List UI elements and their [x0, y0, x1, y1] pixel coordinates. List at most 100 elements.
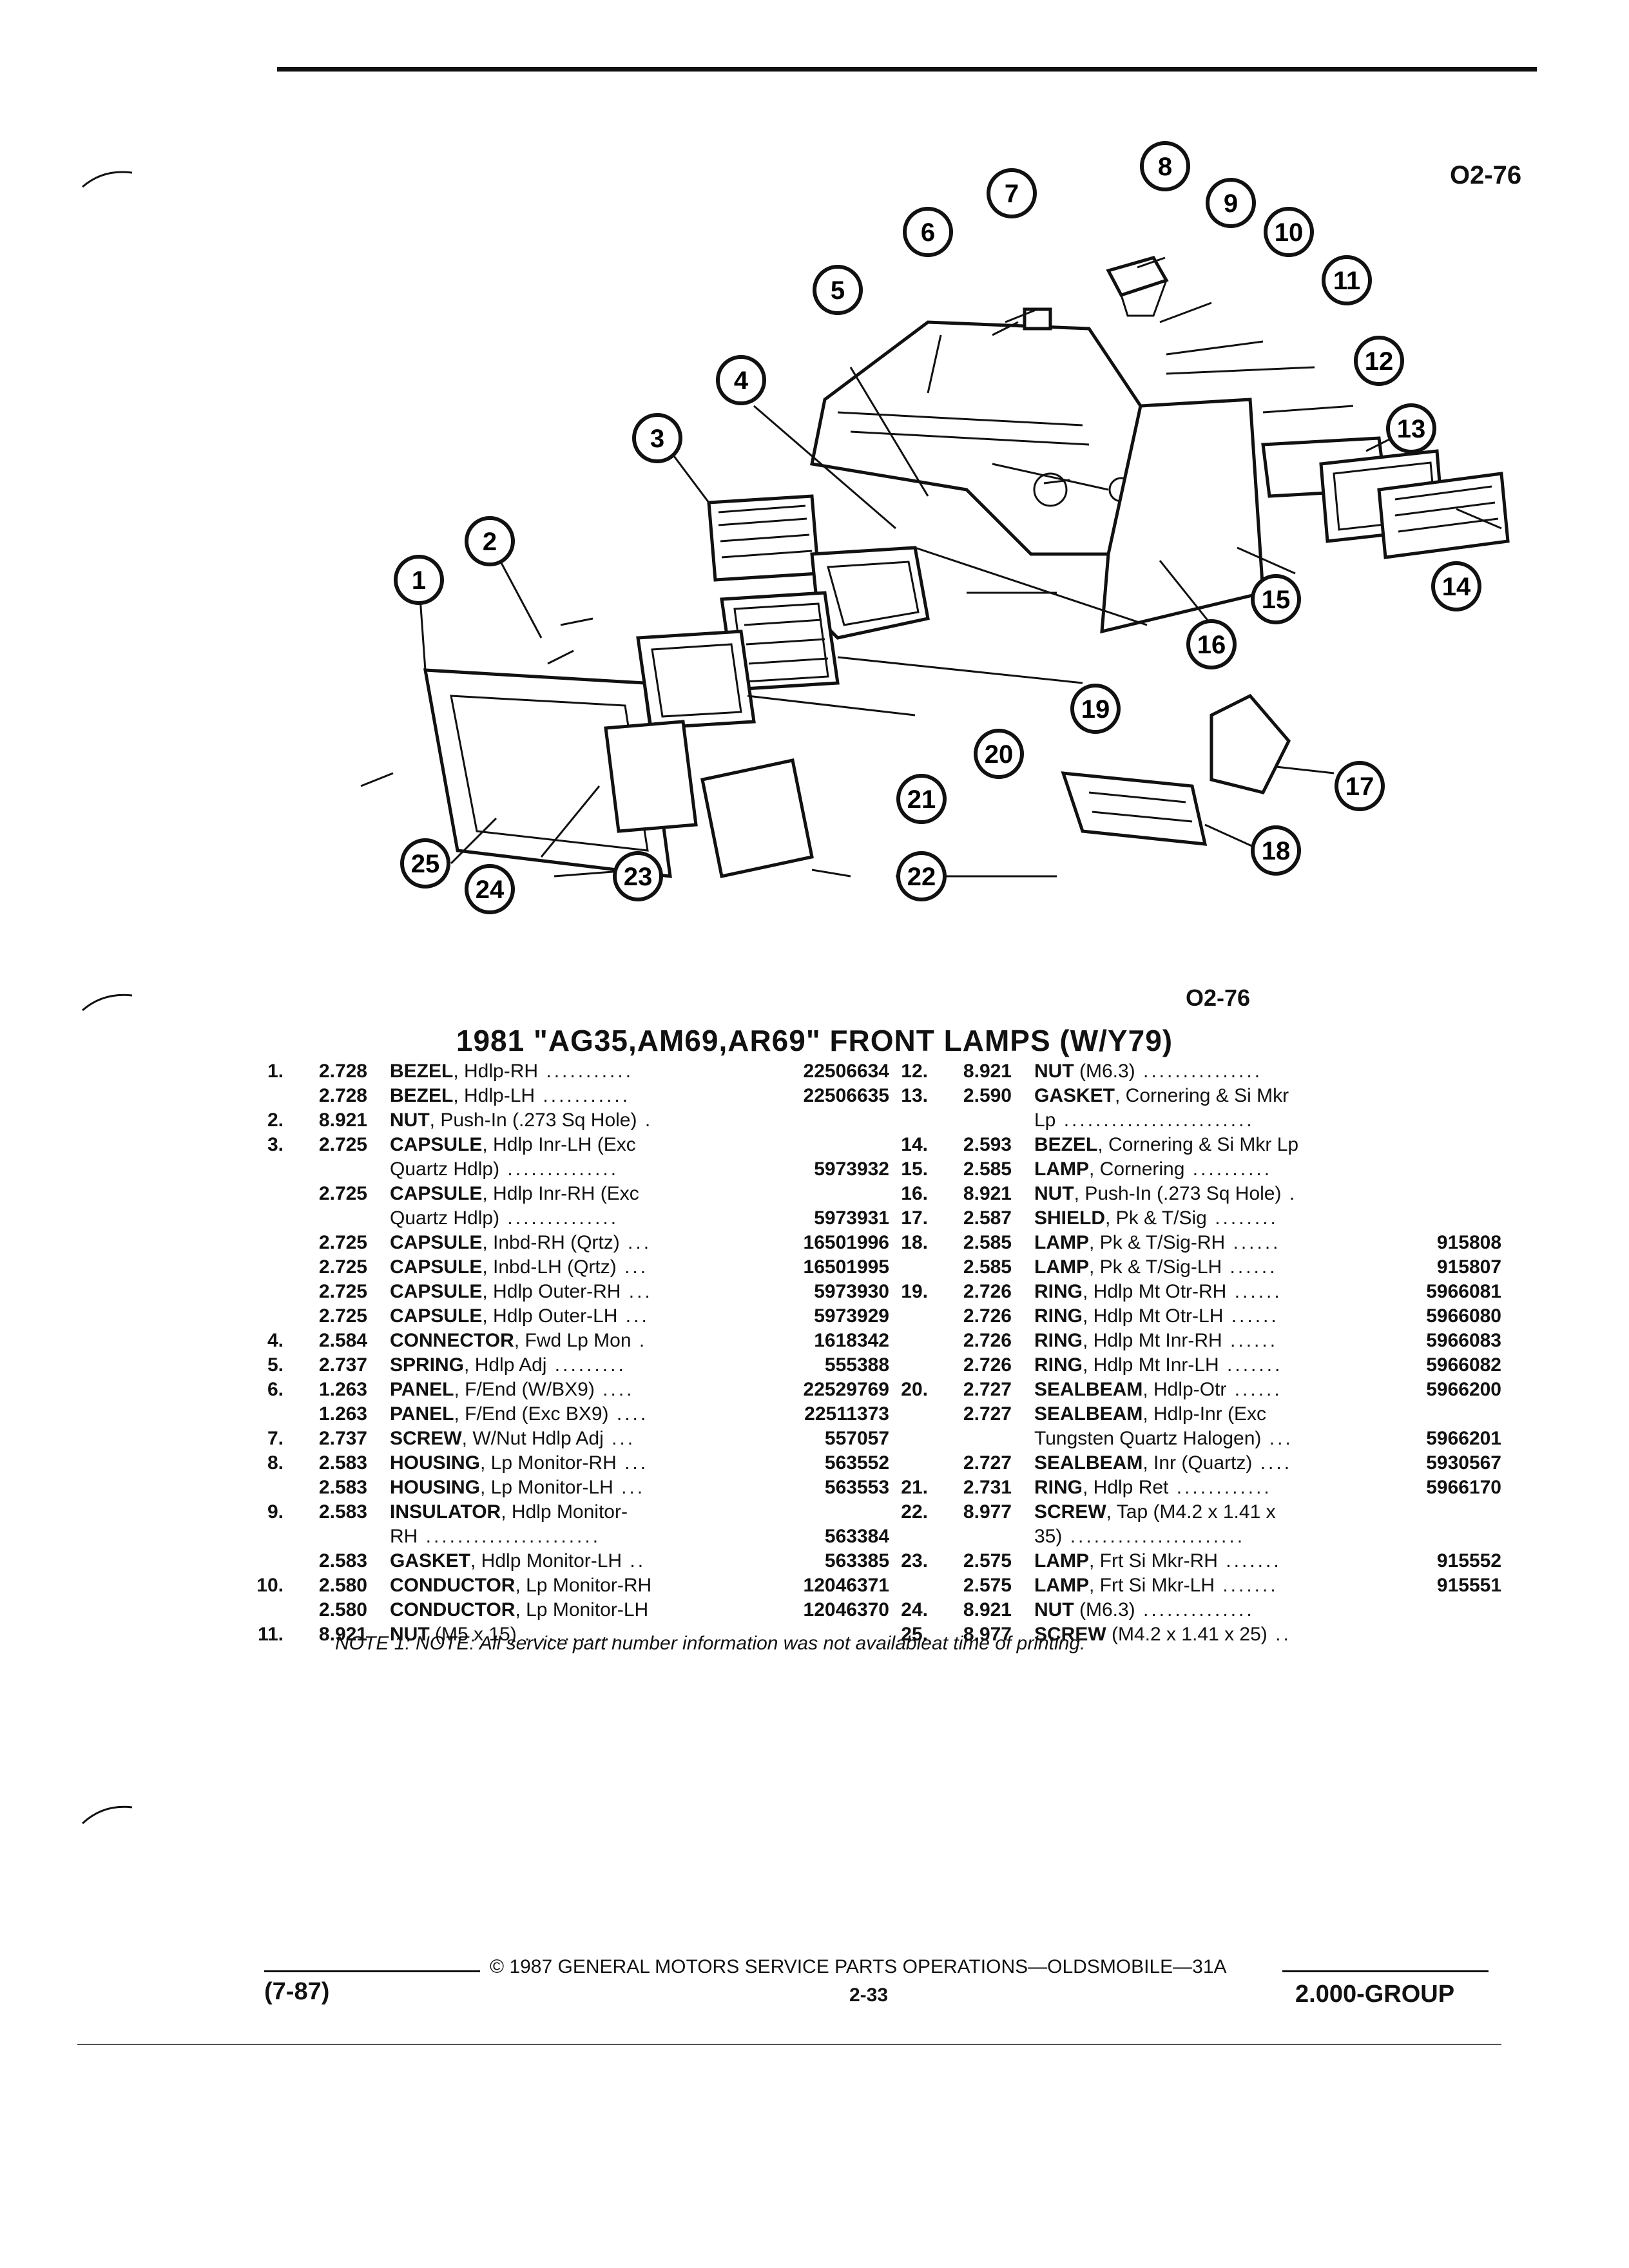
part-description: LAMP, Frt Si Mkr-LH .......	[1034, 1573, 1363, 1598]
part-number: 915551	[1436, 1575, 1501, 1596]
svg-text:3: 3	[650, 425, 664, 453]
part-detail: , Hdlp Monitor-LH	[470, 1550, 622, 1571]
part-name: GASKET	[1034, 1085, 1115, 1106]
part-description: Quartz Hdlp) ..............	[390, 1206, 725, 1231]
leader-dots: ...	[613, 1477, 646, 1498]
svg-text:2: 2	[483, 528, 497, 556]
group-number: 2.728	[318, 1061, 367, 1082]
part-number: 915808	[1436, 1232, 1501, 1253]
part-detail: (M5 x 15)	[429, 1624, 517, 1645]
item-number: 21.	[901, 1477, 928, 1498]
part-detail: , Hdlp Outer-LH	[482, 1305, 618, 1327]
exploded-diagram: 1 2 3 4 5 6 7 8 9 10 11 12 13 14 15 16 1…	[360, 141, 1510, 914]
part-name: CAPSULE	[390, 1256, 483, 1278]
footer-group: 2.000-GROUP	[1295, 1981, 1455, 2008]
item-number: 9.	[267, 1501, 284, 1523]
leader-dots: ...............	[1135, 1061, 1263, 1082]
callout-13: 13	[1386, 403, 1436, 454]
item-number: 17.	[901, 1207, 928, 1229]
part-description: CAPSULE, Hdlp Outer-LH ...	[390, 1304, 725, 1329]
group-number: 2.731	[963, 1477, 1012, 1498]
cornering-lamp	[1261, 436, 1510, 559]
part-detail: , Push-In (.273 Sq Hole)	[429, 1110, 637, 1131]
svg-text:12: 12	[1365, 347, 1394, 376]
part-number: 5973932	[814, 1158, 889, 1180]
part-name: BEZEL	[390, 1085, 454, 1106]
part-description: SEALBEAM, Inr (Quartz) ....	[1034, 1451, 1363, 1475]
part-description: NUT, Push-In (.273 Sq Hole) .	[1034, 1182, 1363, 1206]
headlamp-capsule	[707, 494, 820, 582]
part-name: RING	[1034, 1281, 1083, 1302]
callout-24: 24	[465, 864, 515, 914]
leader-dots: ....	[594, 1379, 635, 1400]
group-number: 8.921	[318, 1624, 367, 1645]
parts-list-title: 1981 "AG35,AM69,AR69" FRONT LAMPS (W/Y79…	[456, 1024, 1173, 1057]
group-number: 2.727	[963, 1379, 1012, 1400]
part-detail: , Frt Si Mkr-RH	[1089, 1550, 1218, 1571]
part-name: SHIELD	[1034, 1207, 1106, 1229]
leader-dots: .........	[546, 1354, 626, 1376]
item-number: 20.	[901, 1379, 928, 1400]
part-name: LAMP	[1034, 1232, 1089, 1253]
part-number: 5973930	[814, 1281, 889, 1302]
parts-row: Lp ........................	[889, 1108, 1521, 1133]
part-description: CONNECTOR, Fwd Lp Mon .	[390, 1329, 725, 1353]
side-marker-lamp	[700, 758, 814, 878]
leader-dots: ...	[617, 1305, 650, 1327]
callout-15: 15	[1251, 574, 1301, 624]
part-name: CONDUCTOR	[390, 1575, 516, 1596]
part-detail: , Push-In (.273 Sq Hole)	[1074, 1183, 1282, 1204]
part-description: CONDUCTOR, Lp Monitor-RH	[390, 1573, 725, 1598]
svg-text:14: 14	[1442, 573, 1471, 601]
callout-1: 1	[394, 555, 444, 605]
part-detail: , Cornering & Si Mkr Lp	[1097, 1134, 1299, 1155]
svg-text:18: 18	[1262, 837, 1291, 865]
item-number: 18.	[901, 1232, 928, 1253]
part-description: SEALBEAM, Hdlp-Otr ......	[1034, 1378, 1363, 1402]
part-name: LAMP	[1034, 1158, 1089, 1180]
callout-21: 21	[896, 774, 947, 824]
part-description: CAPSULE, Hdlp Inr-RH (Exc	[390, 1182, 725, 1206]
group-number: 2.725	[318, 1134, 367, 1155]
parts-row: 35) ......................	[889, 1524, 1521, 1549]
part-description: GASKET, Cornering & Si Mkr	[1034, 1084, 1363, 1108]
group-number: 2.585	[963, 1256, 1012, 1278]
leader-dots: ....	[1252, 1452, 1293, 1474]
part-number: 563553	[824, 1477, 889, 1498]
leader-dots: ......	[1222, 1256, 1278, 1278]
svg-text:15: 15	[1262, 586, 1291, 614]
callout-2: 2	[465, 516, 515, 566]
group-number: 2.737	[318, 1354, 367, 1376]
part-detail: , Hdlp Adj	[464, 1354, 547, 1376]
leader-dots: .	[1281, 1183, 1298, 1204]
part-detail: Quartz Hdlp)	[390, 1207, 500, 1229]
callout-20: 20	[974, 729, 1024, 779]
svg-text:25: 25	[411, 850, 440, 878]
part-name: BEZEL	[1034, 1134, 1098, 1155]
footer-page-number: 2-33	[849, 1984, 889, 2006]
part-number: 22529769	[803, 1379, 889, 1400]
leader-dots: ..............	[499, 1207, 619, 1229]
group-number: 2.725	[318, 1281, 367, 1302]
group-number: 2.725	[318, 1232, 367, 1253]
group-number: 2.726	[963, 1330, 1012, 1351]
park-turn-shield	[1210, 693, 1291, 794]
part-detail: , Tap (M4.2 x 1.41 x	[1106, 1501, 1276, 1523]
part-name: GASKET	[390, 1550, 471, 1571]
part-description: NUT (M6.3) ...............	[1034, 1059, 1363, 1084]
